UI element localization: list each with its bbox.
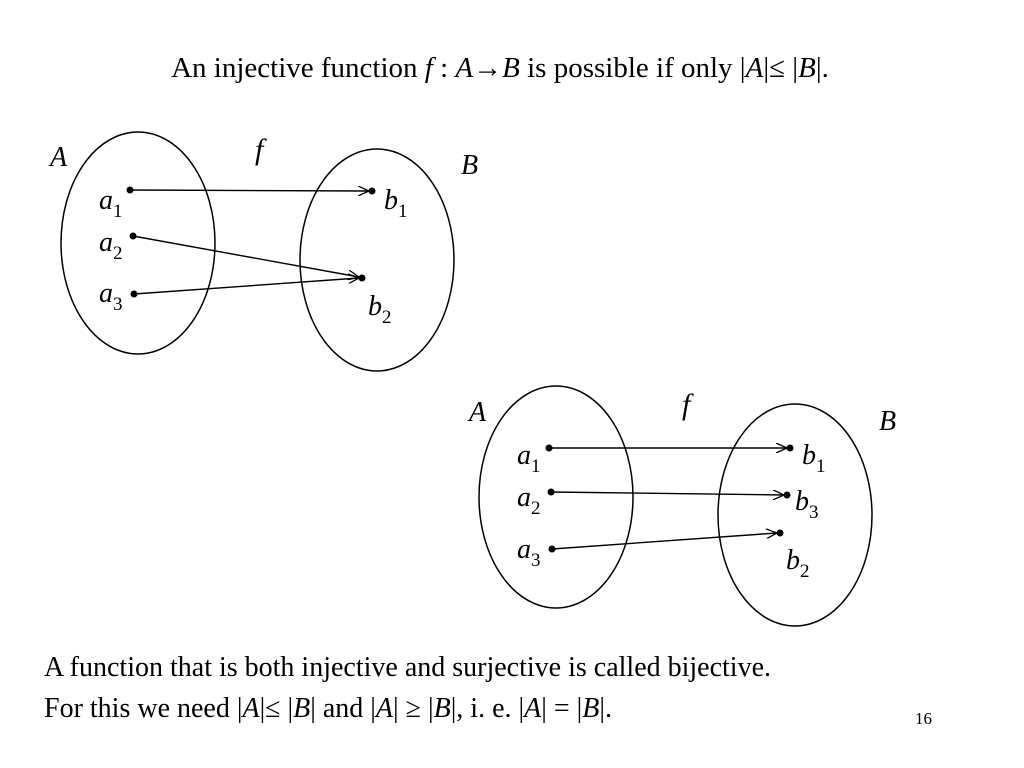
set-a-label: A (48, 142, 68, 173)
cond-b-2: B (433, 693, 451, 724)
cond-end: |. (599, 693, 612, 724)
dot-b1-2 (786, 444, 794, 452)
set-b-label: B (461, 150, 478, 181)
label-b2: b2 (368, 291, 392, 328)
cond-geq: | ≥ | (393, 693, 434, 724)
label-b2-2: b2 (786, 545, 810, 582)
label-a3: a3 (99, 278, 123, 315)
title-set-b-2: B (798, 52, 816, 84)
diagram-1: A B f a1 a2 a3 b1 b2 (48, 131, 478, 372)
dot-b2-2 (776, 529, 784, 537)
title-colon: : (432, 52, 456, 84)
cond-text-1: For this we need | (44, 693, 243, 724)
arrow-a3-b2-2 (551, 533, 777, 550)
label-b3-2: b3 (795, 486, 819, 523)
arrow-a2-b3-2 (550, 492, 784, 495)
bijective-condition: For this we need |A|≤ |B| and |A| ≥ |B|,… (44, 693, 612, 725)
set-a-label-2: A (467, 397, 487, 428)
title-leq: |≤ | (763, 52, 799, 84)
bijective-definition: A function that is both injective and su… (44, 652, 772, 683)
title-set-a-2: A (745, 52, 764, 84)
set-b-ellipse-2 (717, 403, 873, 627)
cond-b-1: B (293, 693, 311, 724)
set-b-label-2: B (879, 406, 896, 437)
title-text: An injective function (171, 52, 425, 84)
cond-b-3: B (582, 693, 600, 724)
title-set-b: B (502, 52, 520, 84)
label-a3-2: a3 (517, 534, 541, 571)
label-a1: a1 (99, 185, 123, 222)
set-a-ellipse (60, 131, 216, 355)
label-b1-2: b1 (802, 440, 826, 477)
title-end: |. (815, 52, 829, 84)
title-f: f (424, 52, 433, 84)
dot-b2 (358, 274, 366, 282)
cond-leq: |≤ | (259, 693, 294, 724)
title-arrow: → (473, 52, 503, 84)
arrow-a2-b2 (132, 235, 359, 277)
cond-and: | and | (310, 693, 376, 724)
dot-b3-2 (783, 491, 791, 499)
cond-a-2: A (375, 693, 394, 724)
cond-eq: | = | (541, 693, 583, 724)
page-number: 16 (915, 709, 932, 728)
cond-a-1: A (242, 693, 260, 724)
title-set-a: A (455, 52, 474, 84)
set-a-ellipse-2 (478, 385, 634, 609)
cond-a-3: A (524, 693, 542, 724)
label-a2: a2 (99, 227, 123, 264)
label-b1: b1 (384, 185, 408, 222)
label-a2-2: a2 (517, 482, 541, 519)
cond-ie: |, i. e. | (450, 693, 525, 724)
arrow-a3-b2 (133, 278, 359, 295)
function-label-2: f (682, 388, 694, 421)
function-label: f (255, 133, 267, 166)
label-a1-2: a1 (517, 440, 541, 477)
set-b-ellipse (299, 148, 455, 372)
arrow-a1-b1 (129, 190, 369, 191)
diagram-2: A B f a1 a2 a3 b1 b3 b2 (467, 385, 896, 627)
title-text-2: is possible if only | (519, 52, 746, 84)
slide-title: An injective function f : A→B is possibl… (0, 52, 1000, 85)
dot-b1 (368, 187, 376, 195)
